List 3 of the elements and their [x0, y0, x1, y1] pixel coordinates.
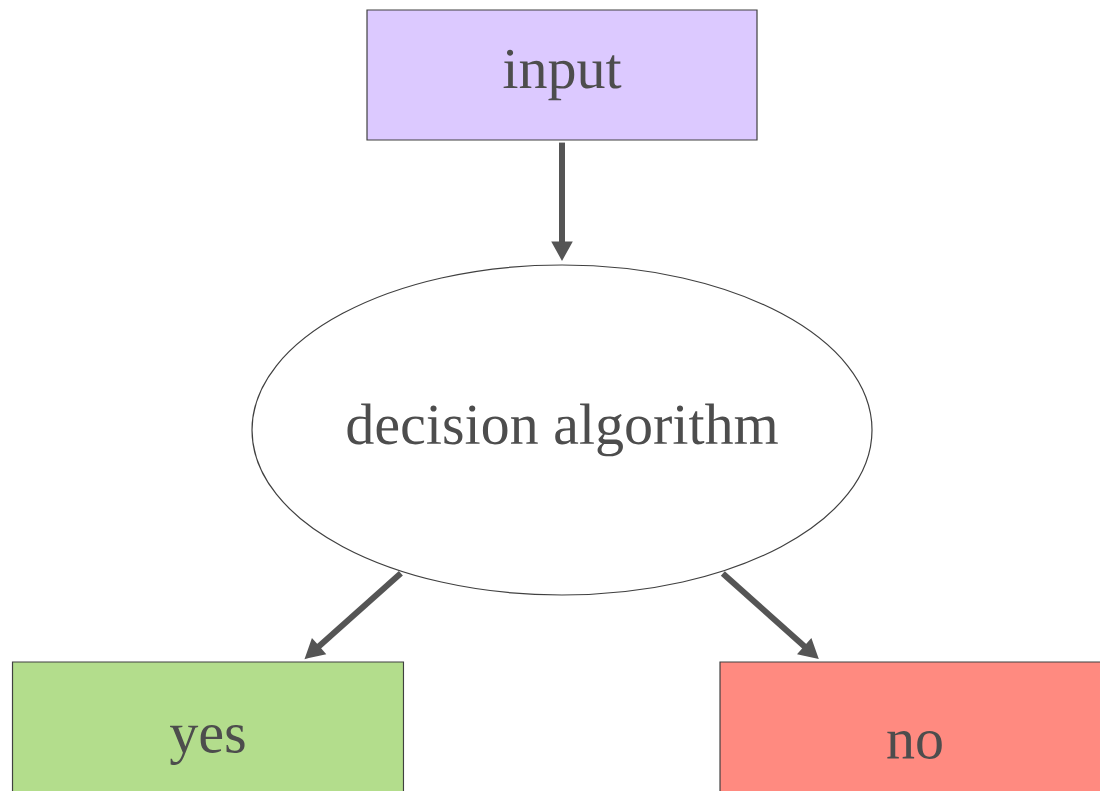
outcome-box: no [719, 661, 1100, 791]
input-box: input [366, 9, 758, 141]
outcome-box: yes [11, 661, 405, 791]
